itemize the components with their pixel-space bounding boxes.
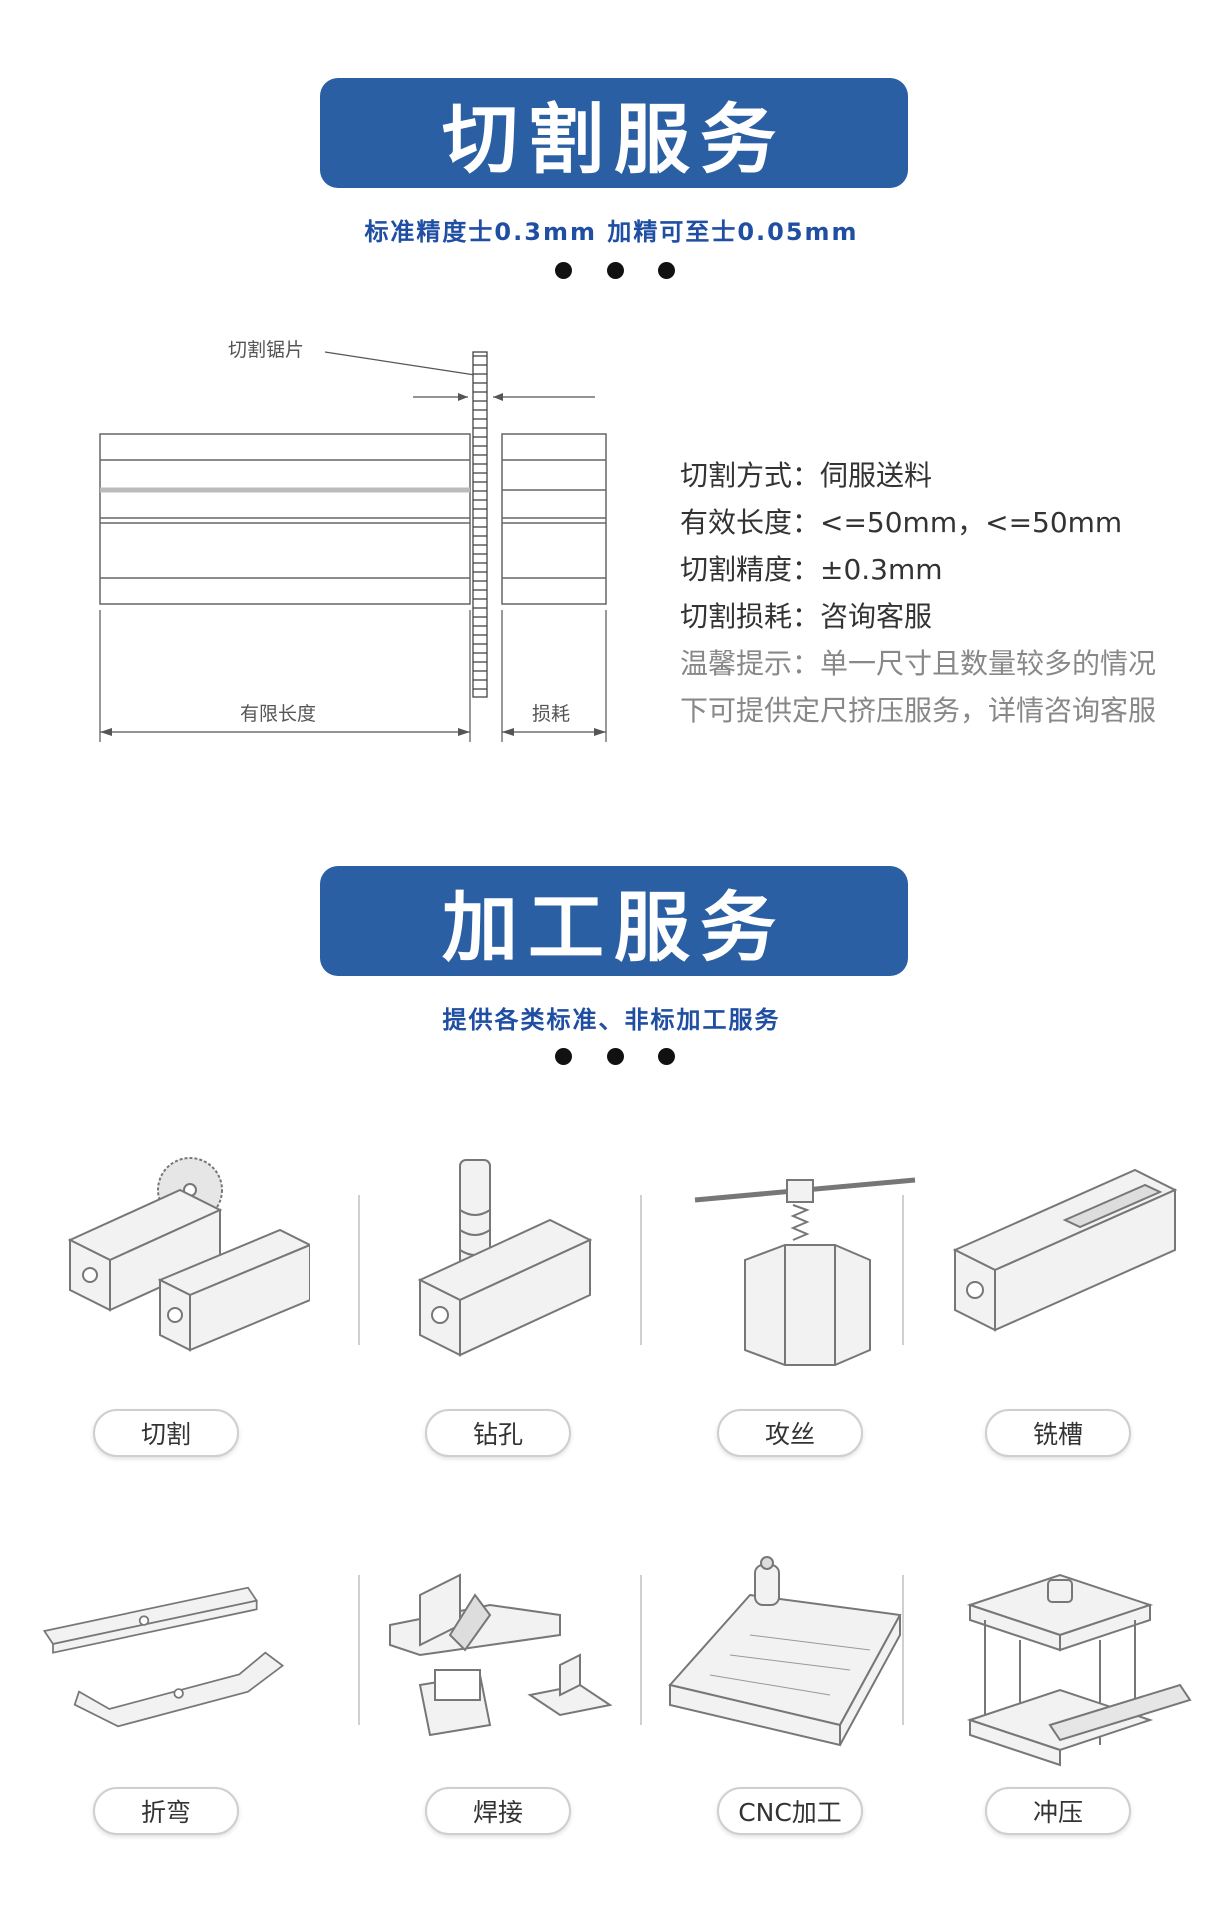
spec-effective-length: 有效长度：<=50mm，<=50mm bbox=[680, 506, 1123, 539]
service-pill-drilling[interactable]: 钻孔 bbox=[425, 1409, 571, 1457]
dot bbox=[606, 262, 624, 279]
cnc-icon bbox=[668, 1556, 902, 1747]
cut-service-dots bbox=[555, 262, 675, 279]
spec-cut-precision: 切割精度：±0.3mm bbox=[680, 553, 943, 586]
saw-blade bbox=[472, 351, 488, 698]
service-pill-cnc[interactable]: CNC加工 bbox=[717, 1787, 863, 1835]
cut-spec-list: 切割方式：伺服送料 有效长度：<=50mm，<=50mm 切割精度：±0.3mm… bbox=[680, 452, 1156, 734]
cutting-diagram: 切割锯片 有限长度 损耗 bbox=[99, 339, 607, 742]
service-pill-welding[interactable]: 焊接 bbox=[425, 1787, 571, 1835]
cut-service-subtitle: 标准精度士0.3mm 加精可至士0.05mm bbox=[364, 218, 859, 246]
profile-right bbox=[501, 433, 607, 605]
service-pill-stamping[interactable]: 冲压 bbox=[985, 1787, 1131, 1835]
stamping-icon bbox=[966, 1573, 1192, 1767]
dot bbox=[658, 1048, 675, 1065]
spec-cut-loss: 切割损耗：咨询客服 bbox=[680, 600, 933, 633]
effective-length-label: 有限长度 bbox=[240, 703, 316, 725]
hint-line-1: 温馨提示：单一尺寸且数量较多的情况 bbox=[680, 647, 1157, 680]
service-pill-cutting[interactable]: 切割 bbox=[93, 1409, 239, 1457]
divider bbox=[640, 1575, 642, 1725]
dot bbox=[658, 262, 675, 279]
cutting-loss-label: 损耗 bbox=[532, 703, 570, 725]
bending-icon bbox=[42, 1586, 285, 1728]
profile-left bbox=[99, 433, 471, 605]
drilling-icon bbox=[417, 1159, 593, 1357]
cutting-icon bbox=[67, 1157, 310, 1352]
dot bbox=[606, 1048, 624, 1065]
spec-cut-method: 切割方式：伺服送料 bbox=[680, 459, 933, 492]
divider bbox=[358, 1195, 360, 1345]
milling-icon bbox=[952, 1168, 1178, 1332]
dot bbox=[555, 262, 572, 279]
service-pill-tapping[interactable]: 攻丝 bbox=[717, 1409, 863, 1457]
hint-line-2: 下可提供定尺挤压服务，详情咨询客服 bbox=[680, 694, 1157, 727]
tapping-icon bbox=[694, 1177, 916, 1366]
process-service-title: 加工服务 bbox=[442, 883, 786, 972]
process-service-subtitle: 提供各类标准、非标加工服务 bbox=[442, 1006, 781, 1034]
service-pill-bending[interactable]: 折弯 bbox=[93, 1787, 239, 1835]
cut-service-title: 切割服务 bbox=[442, 95, 786, 184]
welding-icon bbox=[389, 1573, 613, 1737]
saw-blade-label: 切割锯片 bbox=[228, 339, 304, 361]
service-pill-milling[interactable]: 铣槽 bbox=[985, 1409, 1131, 1457]
divider bbox=[902, 1195, 904, 1345]
process-service-dots bbox=[555, 1048, 675, 1065]
process-service-banner: 加工服务 bbox=[320, 866, 908, 976]
dot bbox=[555, 1048, 572, 1065]
divider bbox=[640, 1195, 642, 1345]
divider bbox=[902, 1575, 904, 1725]
divider bbox=[358, 1575, 360, 1725]
cut-service-banner: 切割服务 bbox=[320, 78, 908, 188]
